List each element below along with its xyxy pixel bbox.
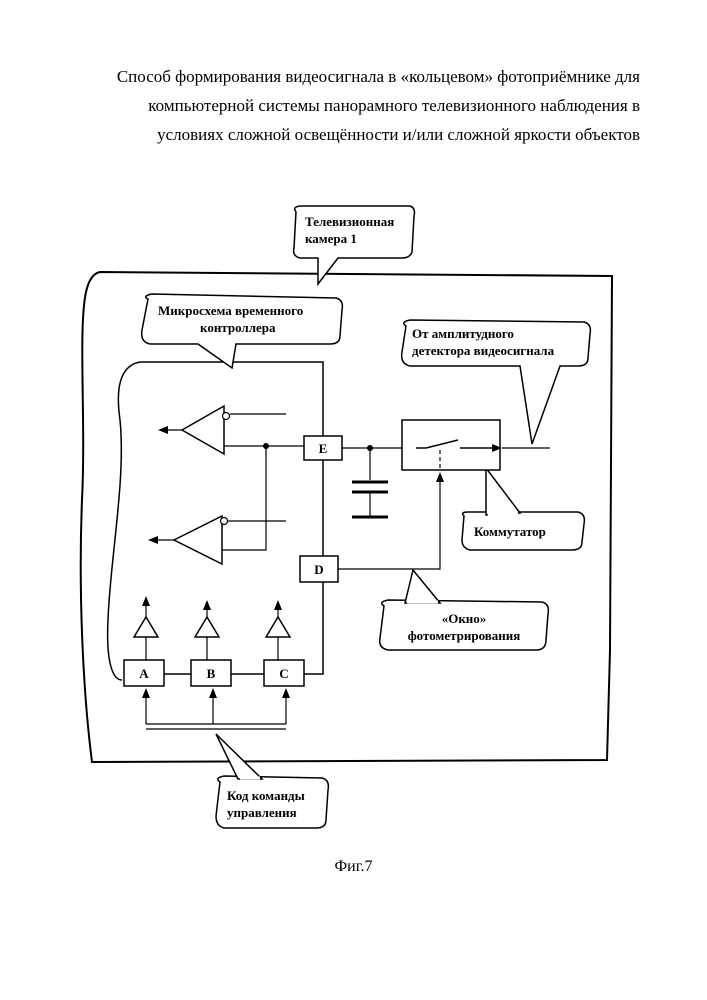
switch-label-line-1: Коммутатор <box>474 524 546 539</box>
block-b-label: B <box>207 666 216 681</box>
command-label-line-2: управления <box>227 805 297 820</box>
command-label-line-1: Код команды <box>227 788 305 803</box>
block-d-label: D <box>314 562 323 577</box>
controller-callout: Микросхема временного контроллера <box>142 294 343 368</box>
figure-caption: Фиг.7 <box>0 858 707 876</box>
block-a-label: A <box>139 666 149 681</box>
block-c-label: C <box>279 666 288 681</box>
window-callout: «Окно» фотометрирования <box>380 570 549 650</box>
camera-label-line-1: Телевизионная <box>305 214 394 229</box>
switch-label: Коммутатор <box>474 524 546 539</box>
lower-buffer <box>148 443 286 564</box>
counter-chain <box>124 596 323 729</box>
detector-label-line-2: детектора видеосигнала <box>412 343 555 358</box>
switch-callout: Коммутатор <box>462 468 584 550</box>
detector-label-line-1: От амплитудного <box>412 326 514 341</box>
camera-label-line-2: камера 1 <box>305 231 357 246</box>
camera-callout: Телевизионная камера 1 <box>294 206 415 284</box>
switch-box <box>402 420 550 470</box>
window-label-line-2: фотометрирования <box>408 628 521 643</box>
block-e-label: E <box>319 441 328 456</box>
capacitor <box>352 448 388 517</box>
upper-buffer <box>158 406 304 454</box>
controller-label-line-1: Микросхема временного <box>158 303 303 318</box>
controller-label-line-2: контроллера <box>200 320 276 335</box>
window-label-line-1: «Окно» <box>442 611 487 626</box>
command-callout: Код команды управления <box>216 734 328 828</box>
